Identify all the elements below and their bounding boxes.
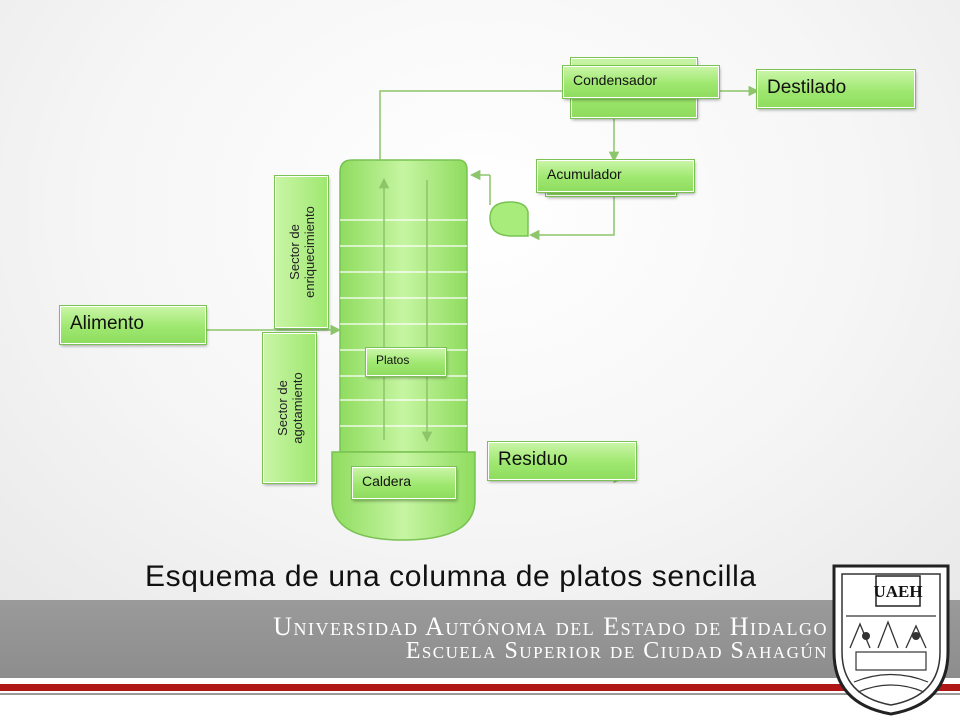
enriching-section-label: Sector de enriquecimiento <box>286 206 317 298</box>
condenser-label: Condensador <box>573 72 658 88</box>
stripping-section-box: Sector de agotamiento <box>262 332 317 484</box>
seal-monogram: UAEH <box>873 582 922 601</box>
plates-label: Platos <box>376 353 410 367</box>
vapor-to-condenser-line <box>379 90 564 160</box>
plates-box: Platos <box>365 347 447 377</box>
condenser-label-box: Condensador <box>562 65 720 99</box>
reflux-pump <box>489 175 529 237</box>
residue-box: Residuo <box>487 441 637 481</box>
accumulator-label: Acumulador <box>547 166 622 182</box>
footer-red-stripe <box>0 684 960 691</box>
enriching-section-box: Sector de enriquecimiento <box>274 175 329 329</box>
university-seal-icon: UAEH <box>832 564 950 716</box>
school-name: Escuela Superior de Ciudad Sahagún <box>405 638 828 664</box>
stripping-section-label: Sector de agotamiento <box>274 372 305 444</box>
accumulator-outlet-line <box>528 192 615 241</box>
accumulator-label-box: Acumulador <box>536 159 695 193</box>
boiler-label: Caldera <box>362 473 412 489</box>
feed-box: Alimento <box>59 305 207 345</box>
university-name: Universidad Autónoma del Estado de Hidal… <box>273 612 828 641</box>
slide-title: Esquema de una columna de platos sencill… <box>145 560 757 593</box>
residue-label: Residuo <box>498 449 568 470</box>
footer-band <box>0 600 960 678</box>
feed-label: Alimento <box>70 313 144 334</box>
distillate-box: Destilado <box>756 69 916 109</box>
distillate-label: Destilado <box>767 77 847 98</box>
boiler-box: Caldera <box>351 466 457 500</box>
footer-grey-stripe <box>0 693 960 695</box>
